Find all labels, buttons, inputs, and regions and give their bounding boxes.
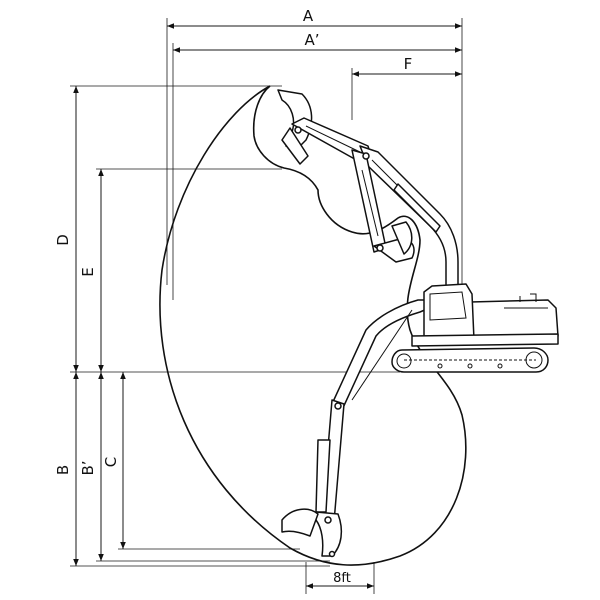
working-range-envelope bbox=[159, 85, 467, 566]
dimension-a-prime bbox=[172, 43, 462, 300]
label-8ft: 8ft bbox=[333, 571, 351, 586]
dimension-a bbox=[166, 18, 463, 290]
dimension-8ft bbox=[305, 562, 375, 594]
label-a: A bbox=[303, 7, 314, 25]
label-b: B bbox=[54, 465, 72, 475]
excavator-arm-raised bbox=[277, 89, 459, 301]
label-d: D bbox=[54, 234, 72, 246]
label-a-prime: A’ bbox=[304, 31, 319, 49]
dimension-f bbox=[351, 68, 462, 120]
label-c: C bbox=[102, 457, 120, 467]
label-b-prime: B’ bbox=[79, 460, 97, 475]
excavator-arm-lowered bbox=[281, 299, 449, 558]
label-e: E bbox=[79, 267, 97, 276]
label-f: F bbox=[404, 55, 413, 73]
excavator-body bbox=[391, 283, 559, 373]
